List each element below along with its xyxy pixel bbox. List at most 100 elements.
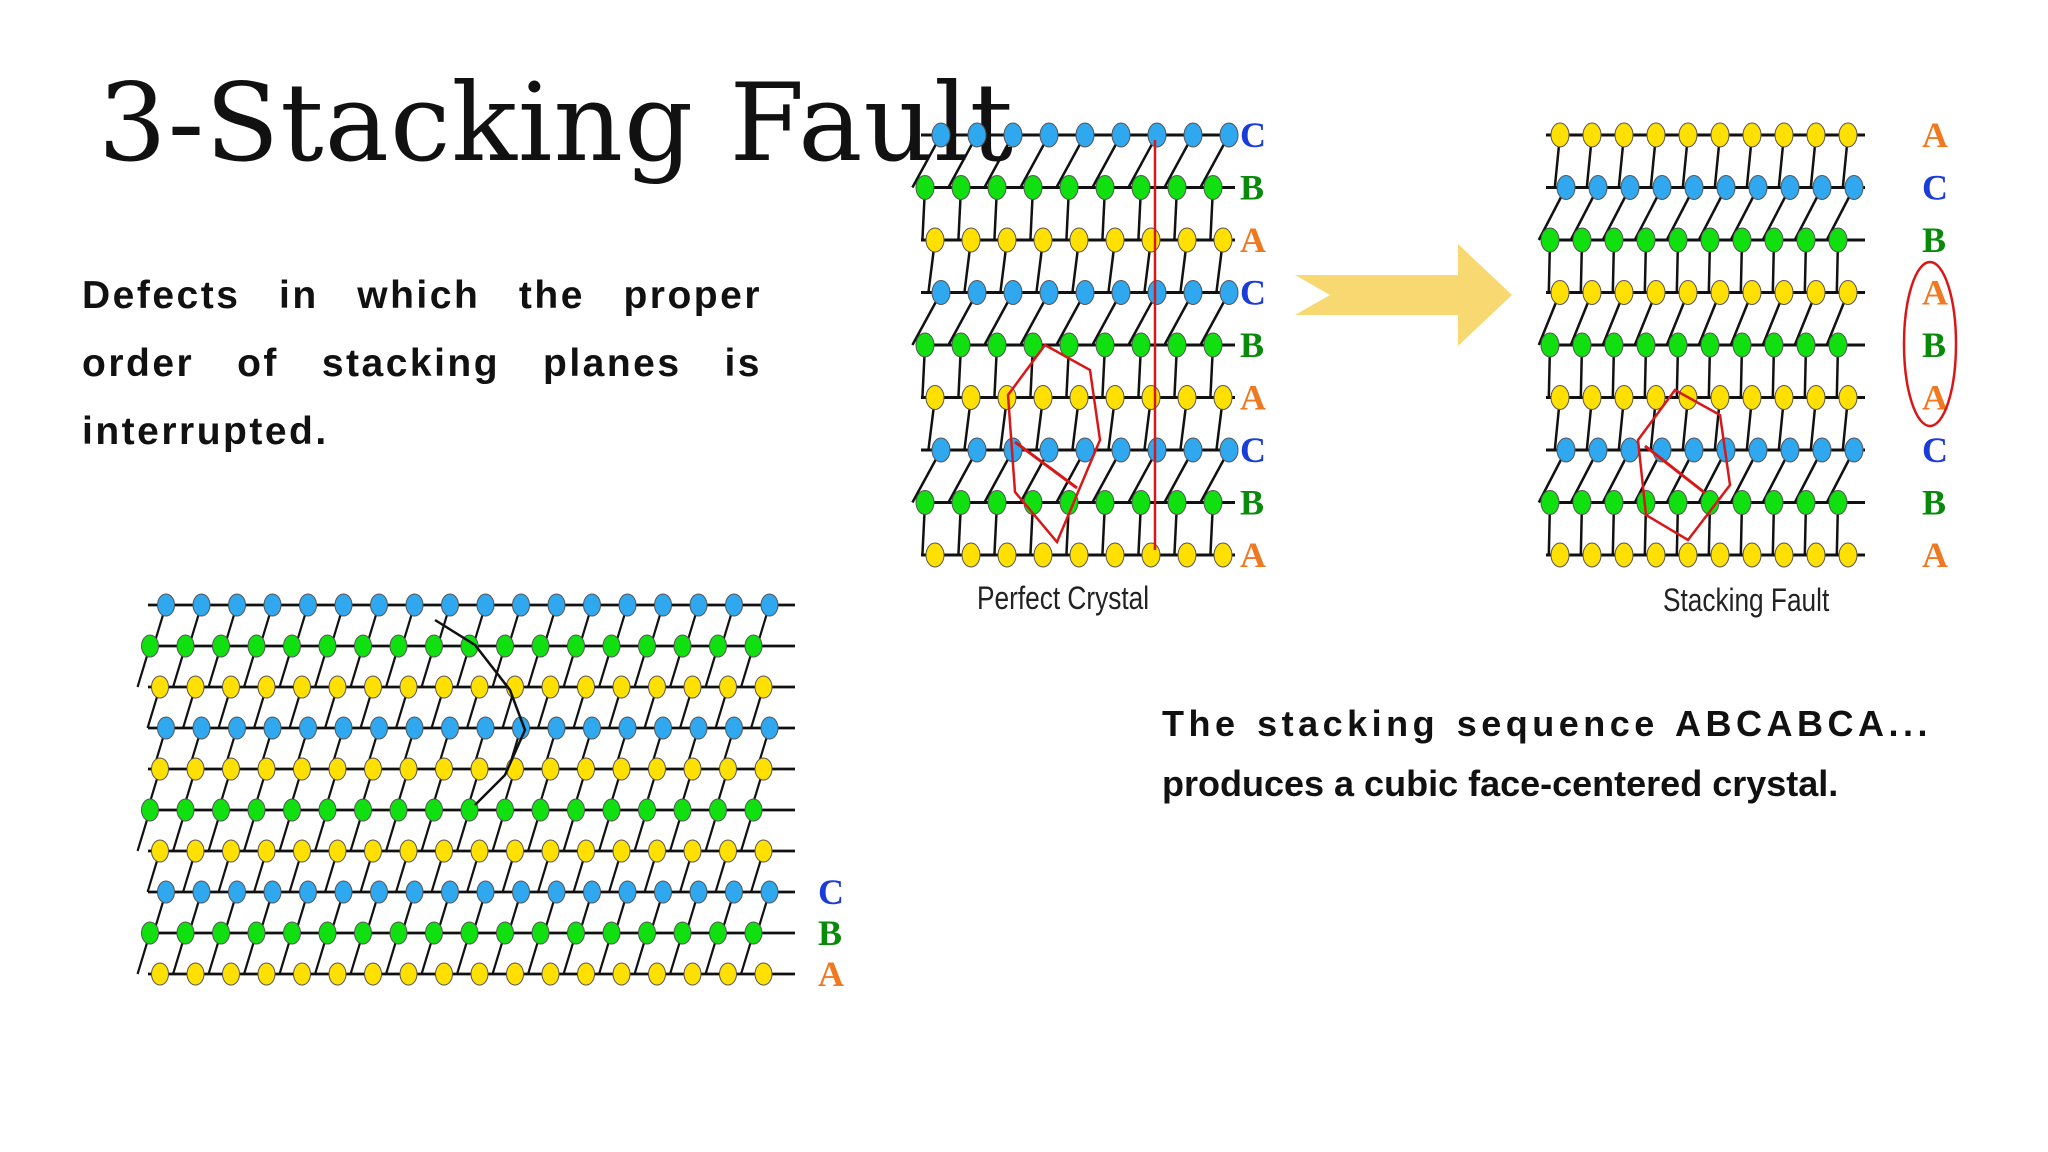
fault-atom-c (1620, 175, 1640, 200)
perfect-atom-b (987, 490, 1007, 515)
perfect-atom-b (915, 490, 935, 515)
perfect-atom-c (1147, 122, 1167, 148)
perfect-atom-c (1039, 437, 1059, 463)
perfect-atom-c (1003, 122, 1023, 148)
slide-title: 3-Stacking Fault (98, 61, 1014, 186)
fault-atom-a (1806, 542, 1826, 568)
edge-atom-b (567, 798, 585, 822)
fault-atom-c (1780, 437, 1800, 463)
perfect-atom-a (1213, 227, 1233, 253)
fault-atom-c (1844, 175, 1864, 200)
edge-atom-a (470, 675, 489, 699)
edge-atom-a (435, 675, 453, 699)
perfect-atom-a (1177, 385, 1197, 410)
perfect-layer-label: C (1240, 115, 1266, 155)
edge-atom-a (364, 839, 382, 863)
edge-atom-a (222, 675, 240, 699)
fault-atom-b (1540, 227, 1560, 253)
perfect-atom-c (967, 437, 987, 463)
edge-atom-c (228, 593, 246, 617)
fault-atom-b (1828, 490, 1848, 515)
perfect-atom-c (1039, 122, 1059, 148)
edge-atom-b (389, 921, 408, 945)
perfect-atom-b (1203, 490, 1223, 515)
fault-atom-c (1844, 437, 1864, 463)
edge-atom-b (496, 798, 514, 822)
perfect-atom-c (1219, 280, 1239, 305)
edge-atom-a (222, 757, 240, 781)
edge-atom-c (228, 716, 246, 740)
perfect-atom-b (951, 332, 971, 358)
edge-atom-a (648, 757, 666, 781)
edge-atom-b (141, 921, 159, 945)
edge-atom-b (709, 798, 727, 822)
edge-atom-b (318, 634, 337, 658)
stacking-fault-caption: Stacking Fault (1663, 582, 1830, 618)
perfect-layer-label: A (1240, 378, 1266, 418)
fcc-note: The stacking sequence ABCABCA... produce… (1162, 694, 1932, 814)
fault-atom-a (1742, 542, 1762, 568)
fault-atom-b (1668, 332, 1688, 358)
edge-atom-b (531, 634, 550, 658)
fault-atom-a (1774, 122, 1794, 148)
edge-atom-b (567, 921, 585, 945)
perfect-atom-a (1177, 227, 1197, 253)
edge-atom-b (354, 921, 372, 945)
perfect-atom-b (1095, 175, 1115, 200)
fault-atom-a (1838, 280, 1858, 305)
edge-atom-b (744, 921, 763, 945)
edge-atom-a (293, 675, 311, 699)
perfect-layer-label: A (1240, 535, 1266, 575)
edge-layer-label: A (818, 954, 844, 994)
perfect-atom-b (987, 175, 1007, 200)
edge-atom-a (399, 839, 418, 863)
edge-atom-a (186, 962, 205, 986)
perfect-atom-a (1141, 385, 1161, 410)
edge-atom-a (683, 675, 702, 699)
fcc-note-line-2: produces a cubic face-centered crystal. (1162, 763, 1839, 804)
edge-atom-c (654, 716, 672, 740)
fault-atom-b (1828, 332, 1848, 358)
fault-atom-a (1614, 542, 1634, 568)
fault-atom-a (1646, 122, 1666, 148)
perfect-atom-a (925, 385, 945, 410)
perfect-atom-b (915, 332, 935, 358)
edge-atom-c (476, 716, 495, 740)
perfect-layer-label: C (1240, 430, 1266, 470)
perfect-atom-c (967, 122, 987, 148)
fault-layer-label: B (1922, 483, 1946, 523)
edge-atom-a (293, 962, 311, 986)
edge-atom-a (399, 675, 418, 699)
fault-layer-label: A (1922, 535, 1948, 575)
perfect-atom-a (1141, 542, 1161, 568)
perfect-atom-a (1069, 227, 1089, 253)
edge-atom-b (176, 921, 195, 945)
edge-atom-a (541, 839, 560, 863)
edge-atom-c (760, 593, 779, 617)
edge-atom-c (512, 880, 530, 904)
fault-unit-cell (1636, 388, 1732, 542)
perfect-atom-a (997, 227, 1017, 253)
edge-atom-c (370, 716, 388, 740)
perfect-layer-label: B (1240, 483, 1264, 523)
edge-atom-b (673, 921, 692, 945)
edge-atom-a (222, 839, 240, 863)
edge-atom-a (328, 839, 347, 863)
edge-atom-a (328, 757, 347, 781)
edge-atom-c (334, 716, 353, 740)
edge-atom-a (719, 675, 737, 699)
edge-atom-b (673, 798, 692, 822)
perfect-atom-a (1105, 227, 1125, 253)
perfect-atom-b (1167, 332, 1187, 358)
edge-layer-label: B (818, 913, 842, 953)
fault-atom-c (1588, 175, 1608, 200)
perfect-atom-c (1183, 437, 1203, 463)
edge-atom-c (263, 716, 282, 740)
edge-atom-c (157, 593, 175, 617)
edge-atom-a (151, 675, 169, 699)
edge-atom-a (541, 962, 560, 986)
perfect-atom-b (1167, 175, 1187, 200)
fault-atom-a (1550, 280, 1570, 305)
edge-atom-c (299, 880, 317, 904)
